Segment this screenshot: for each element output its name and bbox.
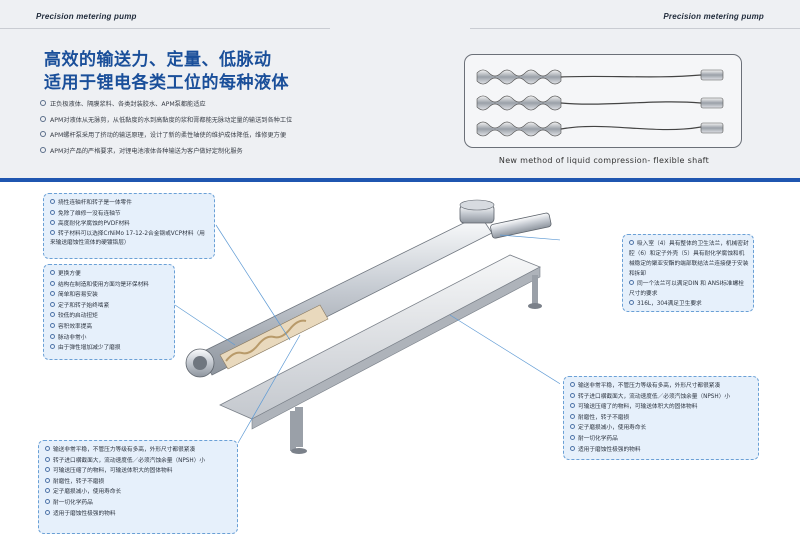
headline-line-2: 适用于锂电各类工位的每种液体: [44, 73, 289, 93]
list-item: 结构在制造和使用方面均是环保材料: [50, 280, 168, 291]
bullet-circle-icon: [50, 322, 55, 328]
shaft-row-3: [476, 121, 724, 137]
feature-list: 正负极液体、隔膜浆料、各类封装胶水、APM泵都能适应 APM对液体从无脉剪，从低…: [40, 100, 292, 162]
list-item: 适用于磨蚀性极强的物料: [45, 509, 231, 520]
list-item: 适用于磨蚀性极强的物料: [570, 445, 752, 456]
flexible-shaft-illustration: [464, 54, 742, 148]
list-item: 定子磨损减小，使用寿命长: [570, 423, 752, 434]
bullet-circle-icon: [50, 333, 55, 339]
bullet-circle-icon: [40, 115, 46, 122]
bullet-circle-icon: [50, 280, 55, 286]
list-item: 容积效率提高: [50, 322, 168, 333]
feature-item: APM对产品的严格要求，对锂电池液体各种输送为客户做好定制化服务: [40, 146, 292, 163]
shaft-row-1: [476, 69, 724, 85]
bullet-circle-icon: [629, 240, 634, 245]
headline-line-1: 高效的输送力、定量、低脉动: [44, 50, 272, 70]
bullet-circle-icon: [570, 445, 575, 451]
bullet-circle-icon: [45, 488, 50, 494]
list-item: 高度耐化学腐蚀的PVDF材料: [50, 219, 208, 230]
bullet-circle-icon: [570, 392, 575, 398]
bullet-circle-icon: [570, 413, 575, 419]
header-rule-right: [470, 28, 800, 29]
feature-item: 正负极液体、隔膜浆料、各类封装胶水、APM泵都能适应: [40, 100, 292, 116]
bullet-circle-icon: [50, 291, 55, 297]
list-item: 316L，304满足卫生要求: [629, 299, 747, 309]
bullet-circle-icon: [40, 131, 46, 137]
bullet-circle-icon: [570, 403, 575, 409]
bullet-circle-icon: [570, 434, 575, 440]
bullet-circle-icon: [45, 456, 50, 462]
bullet-circle-icon: [45, 446, 50, 451]
bullet-circle-icon: [45, 477, 50, 483]
callout-delivery-properties: 输送非常平稳，不管压力等级有多高，外形尺寸都很紧凑 转子进口横截面大，流动速度低…: [563, 376, 759, 460]
shaft-caption: New method of liquid compression- flexib…: [498, 156, 710, 165]
callout-stator: 更换方便 结构在制造和使用方面均是环保材料 简单和容易安装 定子和转子始终啮紧 …: [43, 264, 175, 360]
bullet-circle-icon: [50, 312, 55, 318]
list-item: 转子材料可以选择CrNiMo 17-12-2合金钢或VCP材料（用来输送磨蚀性流…: [50, 229, 205, 246]
header-title-left: Precision metering pump: [36, 12, 137, 21]
flexible-shaft-drawing: [476, 69, 724, 137]
list-item: 同一个法兰可以满足DIN 和 ANSI标准螺栓尺寸的要求: [629, 280, 744, 297]
list-item: 由于弹性增加减少了磨损: [50, 343, 168, 354]
callout-leader-lines: [174, 224, 560, 444]
callout-flexible-shaft: 挠性连轴杆和转子是一体零件 免除了维修一没有连轴节 高度耐化学腐蚀的PVDF材料…: [43, 193, 215, 259]
list-item: 可输送压缩了的物料，可输送体积大的固体物料: [45, 466, 231, 477]
list-item: 输送非常平稳，不管压力等级有多高，外形尺寸都很紧凑: [570, 381, 752, 392]
list-item: 输送非常平稳，不管压力等级有多高，外形尺寸都很紧凑: [45, 445, 231, 456]
header-title-right: Precision metering pump: [663, 12, 764, 21]
list-item: 转子进口横截面大，流动速度低／必须汽蚀余量（NPSH）小: [570, 392, 752, 403]
pump-illustration: [174, 199, 560, 454]
bullet-circle-icon: [629, 280, 634, 285]
list-item: 吸入室（4）具有整体的卫生法兰，机械密封腔（6）和定子外壳（5）具有耐化学腐蚀和…: [629, 240, 749, 277]
bullet-circle-icon: [570, 424, 575, 430]
list-item: 定子磨损减小，使用寿命长: [45, 487, 231, 498]
list-item: 脉动非常小: [50, 333, 168, 344]
list-item: 耐一切化学药品: [45, 498, 231, 509]
bullet-circle-icon: [40, 146, 46, 153]
bullet-circle-icon: [40, 100, 46, 106]
header-rule-left: [0, 28, 330, 29]
section-divider: [0, 178, 800, 182]
callout-suction-chamber: 吸入室（4）具有整体的卫生法兰，机械密封腔（6）和定子外壳（5）具有耐化学腐蚀和…: [622, 234, 754, 312]
list-item: 转子进口横截面大，流动速度低／必须汽蚀余量（NPSH）小: [45, 456, 231, 467]
list-item: 简单和容易安装: [50, 290, 168, 301]
bullet-circle-icon: [45, 498, 50, 504]
bullet-circle-icon: [50, 270, 55, 275]
list-item: 可输送压缩了的物料，可输送体积大的固体物料: [570, 402, 752, 413]
list-item: 挠性连轴杆和转子是一体零件: [50, 198, 208, 209]
feature-item: APM螺杆泵采用了挤动的输送原理，设计了新的柔性轴使的维护成体降低，维修更方便: [40, 131, 292, 147]
bullet-circle-icon: [50, 199, 55, 204]
list-item: 耐磨性，转子不磨损: [570, 413, 752, 424]
list-item: 耐磨性，转子不磨损: [45, 477, 231, 488]
pump-body: [185, 199, 552, 378]
bullet-circle-icon: [50, 229, 55, 235]
list-item: 定子和转子始终啮紧: [50, 301, 168, 312]
bullet-circle-icon: [45, 509, 50, 515]
bullet-circle-icon: [45, 467, 50, 473]
callout-rotor-inlet: 输送非常平稳，不管压力等级有多高，外形尺寸都很紧凑 转子进口横截面大，流动速度低…: [38, 440, 238, 534]
list-item: 免除了维修一没有连轴节: [50, 209, 208, 220]
bullet-circle-icon: [629, 300, 634, 305]
shaft-row-2: [476, 95, 724, 111]
bullet-circle-icon: [50, 209, 55, 215]
bullet-circle-icon: [50, 344, 55, 350]
list-item: 更换方便: [50, 269, 168, 280]
bullet-circle-icon: [50, 301, 55, 307]
list-item: 耐一切化学药品: [570, 434, 752, 445]
pump-base-frame: [219, 254, 542, 454]
bullet-circle-icon: [570, 382, 575, 387]
bullet-circle-icon: [50, 220, 55, 226]
list-item: 较低的启动扭矩: [50, 311, 168, 322]
feature-item: APM对液体从无脉剪，从低黏度的水到高黏度的浆和膏都能无脉动定量的输送到各种工位: [40, 115, 292, 132]
